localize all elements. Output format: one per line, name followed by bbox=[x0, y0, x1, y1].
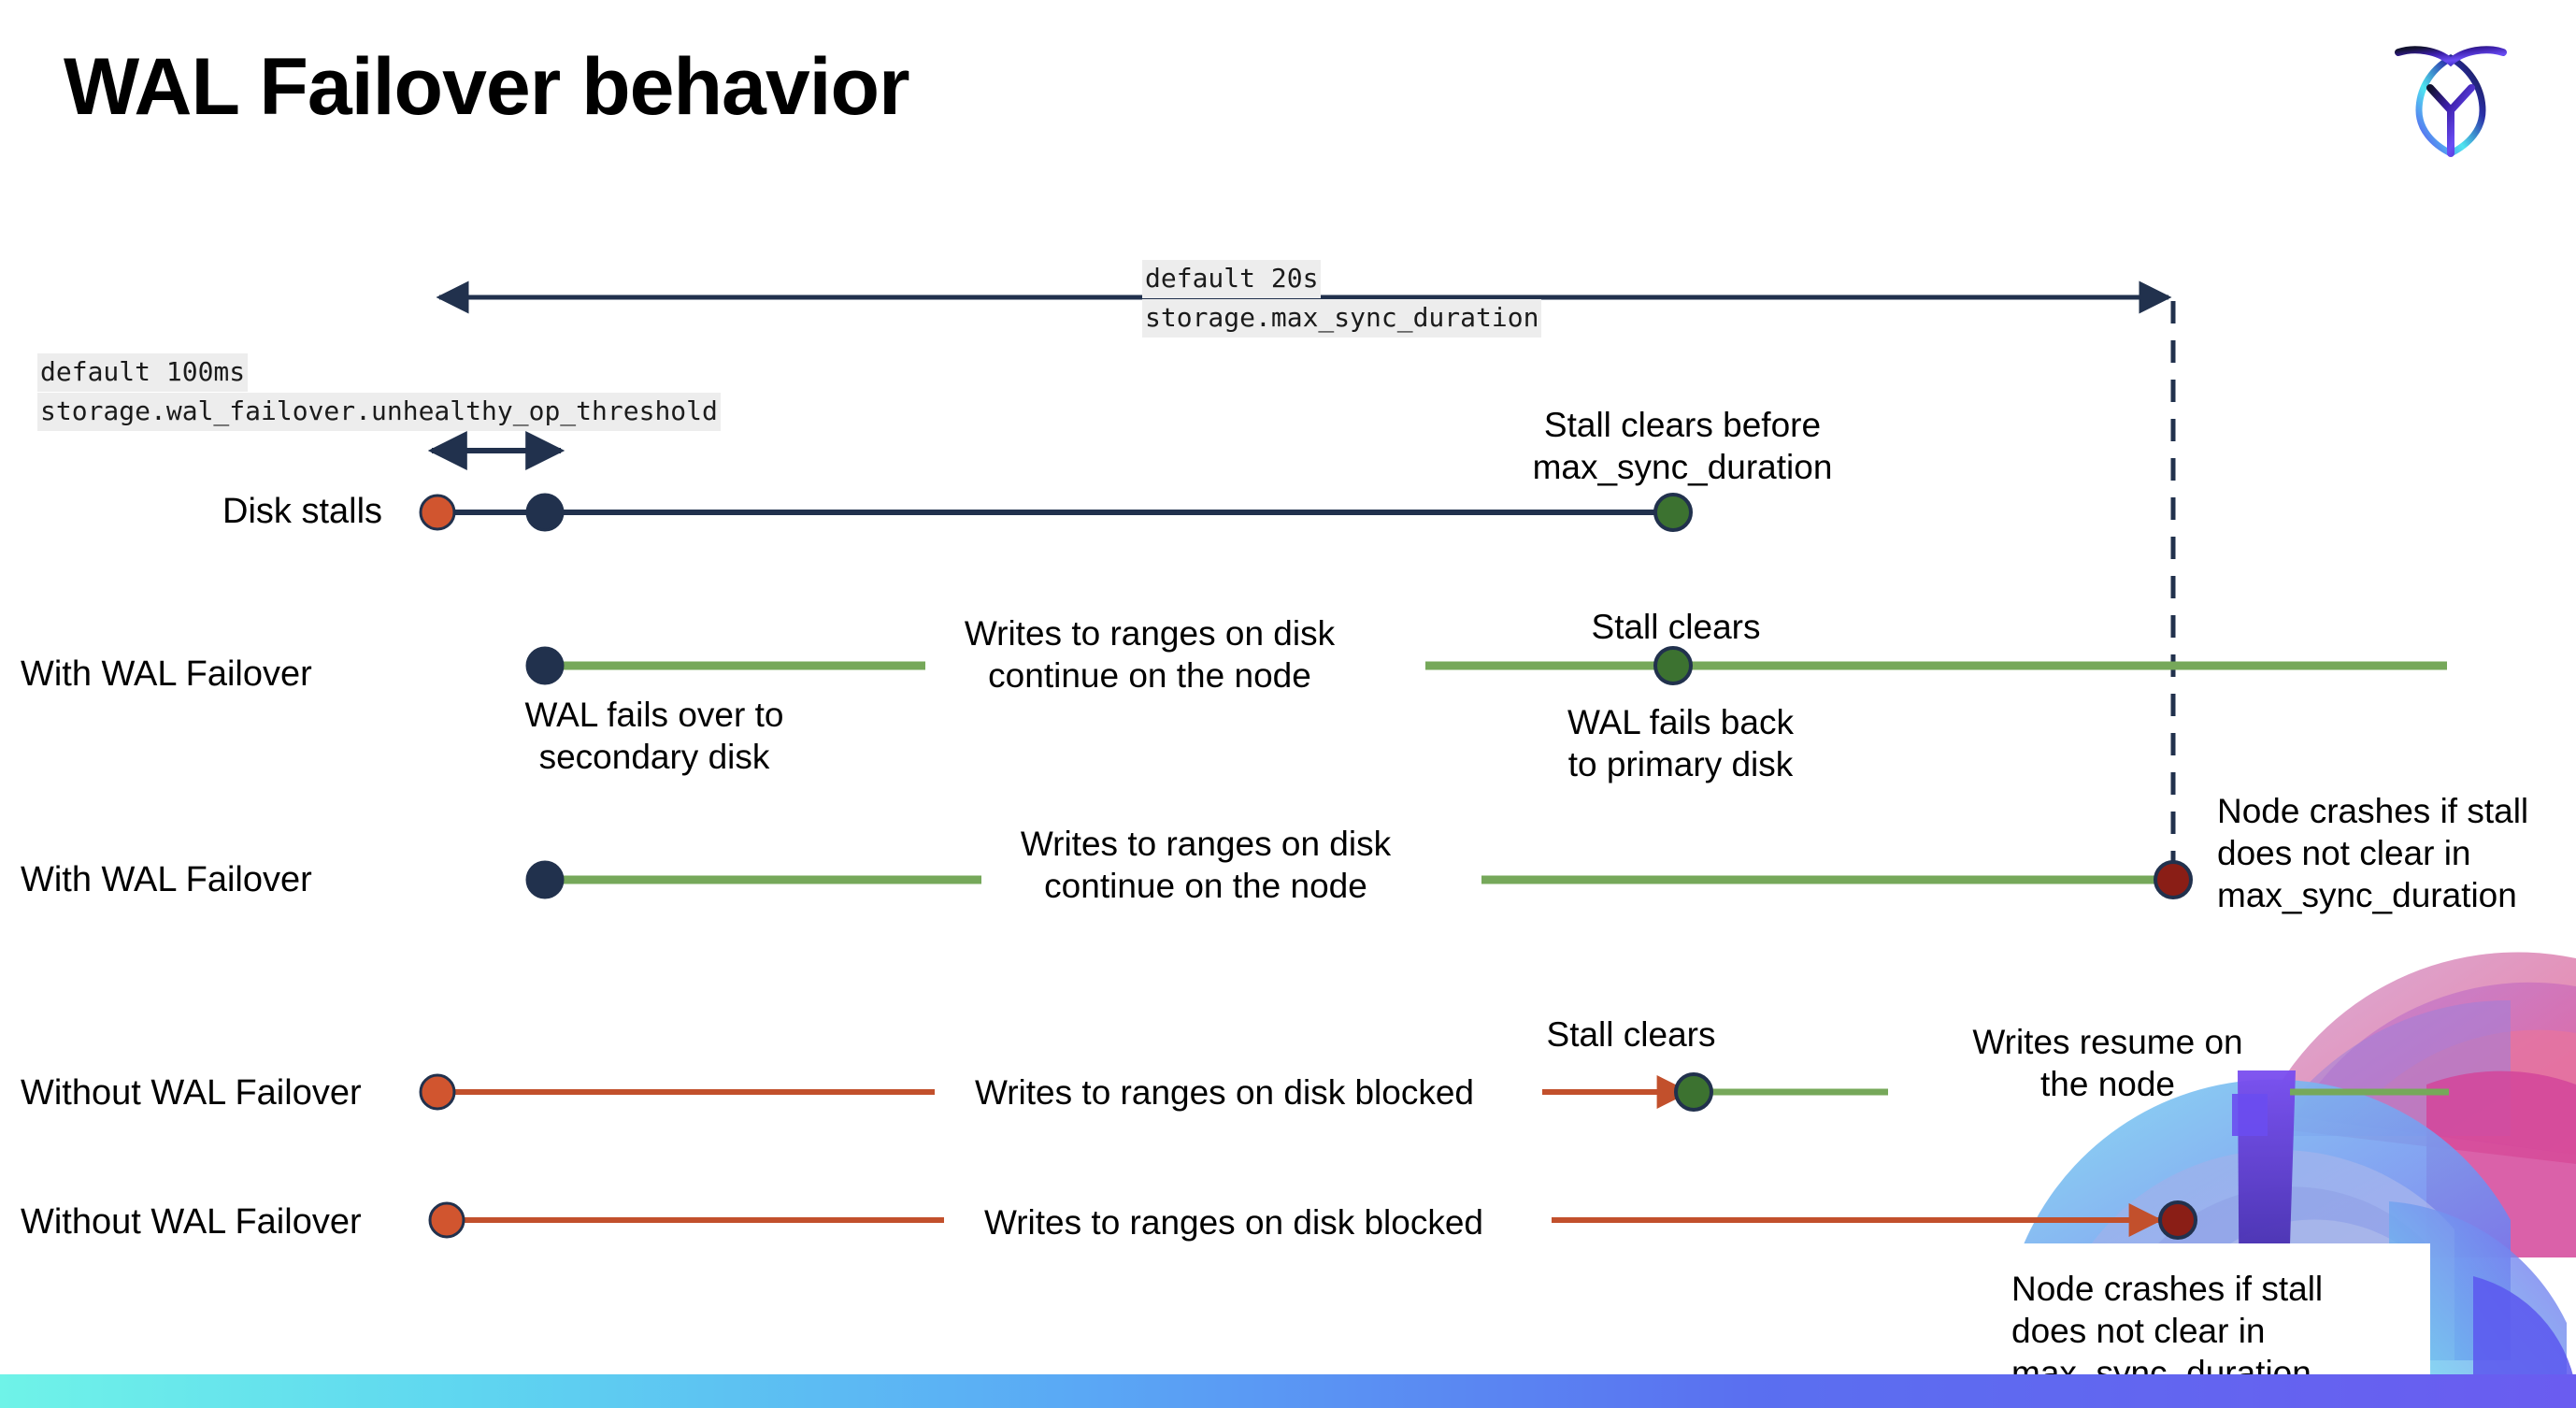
annotation-node-crashes-1: Node crashes if stall does not clear in … bbox=[2217, 792, 2529, 915]
row-label-without-wal-failover-clears: Without WAL Failover bbox=[21, 1073, 362, 1113]
row-with-wal-failover-clears-track bbox=[525, 646, 2447, 685]
annotation-stall-clears: Stall clears bbox=[1591, 608, 1761, 646]
row-disk-stalls-track bbox=[419, 493, 1693, 532]
row-label-with-wal-failover-clears: With WAL Failover bbox=[21, 654, 312, 694]
row-with-wal-failover-crash-track bbox=[525, 860, 2193, 899]
row-without-wal-failover-clears-track bbox=[419, 1072, 2449, 1112]
page-title: WAL Failover behavior bbox=[64, 42, 910, 132]
annotation-writes-continue: Writes to ranges on disk continue on the… bbox=[964, 614, 1336, 696]
row-label-disk-stalls: Disk stalls bbox=[222, 492, 383, 531]
max-sync-setting-label: storage.max_sync_duration bbox=[1142, 299, 1542, 338]
row-label-without-wal-failover-crash: Without WAL Failover bbox=[21, 1202, 362, 1242]
annotation-wal-fails-back: WAL fails back to primary disk bbox=[1567, 703, 1794, 784]
annotation-writes-resume: Writes resume on the node bbox=[1972, 1023, 2243, 1104]
row-without-wal-failover-crash-track bbox=[428, 1200, 2197, 1240]
unhealthy-op-default-label: default 100ms bbox=[37, 353, 249, 392]
bottom-gradient-bar bbox=[0, 1374, 2576, 1408]
annotation-writes-continue-2: Writes to ranges on disk continue on the… bbox=[1020, 825, 1392, 906]
annotation-writes-blocked-2: Writes to ranges on disk blocked bbox=[983, 1203, 1484, 1242]
annotation-wal-fails-over: WAL fails over to secondary disk bbox=[524, 696, 784, 777]
unhealthy-op-setting-label: storage.wal_failover.unhealthy_op_thresh… bbox=[37, 393, 721, 431]
cockroachdb-logo bbox=[2391, 30, 2511, 161]
max-sync-default-label: default 20s bbox=[1142, 260, 1322, 298]
annotation-stall-clears-before: Stall clears before max_sync_duration bbox=[1532, 406, 1833, 487]
annotation-stall-clears-2: Stall clears bbox=[1546, 1015, 1716, 1054]
annotation-writes-blocked: Writes to ranges on disk blocked bbox=[974, 1073, 1475, 1112]
row-label-with-wal-failover-crash: With WAL Failover bbox=[21, 860, 312, 899]
